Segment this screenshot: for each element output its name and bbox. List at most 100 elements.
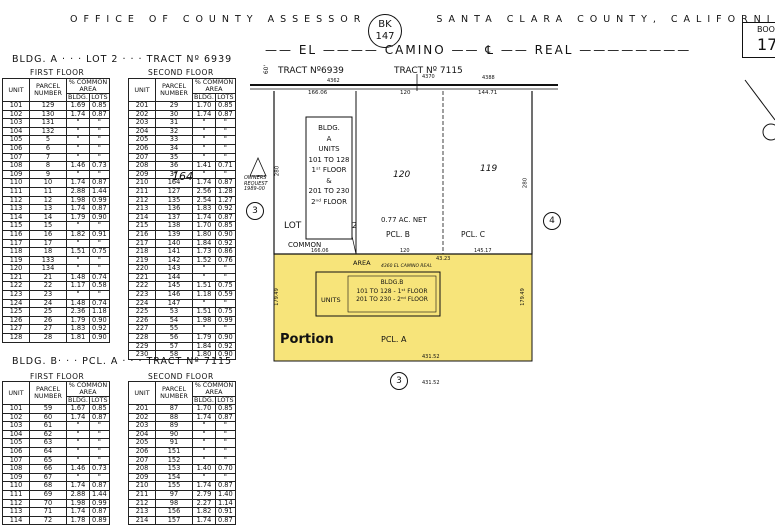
dim-left: 280 (274, 165, 281, 177)
cell-bldg-pct: 1.46 (66, 464, 90, 474)
cell-parcel: 157 (155, 515, 193, 525)
cell-parcel: 87 (155, 404, 193, 414)
dim-top-2: 120 (400, 90, 411, 96)
owners-request-triangle (249, 157, 267, 177)
cell-parcel: 6 (29, 143, 67, 154)
cell-bldg-pct: 2.56 (192, 186, 216, 197)
cell-unit: 118 (2, 247, 30, 257)
building-b-box (315, 271, 441, 317)
cell-lots-pct: 0.92 (214, 204, 236, 214)
cell-unit: 108 (2, 161, 30, 171)
cell-unit: 208 (128, 464, 156, 474)
cell-bldg-pct: 2.79 (192, 489, 216, 500)
cell-unit: 113 (2, 204, 30, 214)
cell-bldg-pct: " (192, 143, 216, 154)
street-name: —— EL ———— CAMINO —— ℄ —— REAL ———————— (265, 43, 692, 57)
cell-unit: 203 (128, 421, 156, 431)
address-4370: 4370 (422, 74, 435, 80)
cell-bldg-pct: 1.69 (66, 101, 90, 111)
cell-bldg-pct: 1.51 (66, 247, 90, 257)
header-lots: LOTS (88, 93, 110, 102)
book-badge-label: BK (378, 19, 392, 30)
dim-top-3: 144.71 (478, 90, 498, 96)
cell-lots-pct: 1.40 (214, 489, 236, 500)
cell-bldg-pct: " (192, 118, 216, 128)
cell-parcel: 16 (29, 229, 67, 240)
cell-unit: 103 (2, 421, 30, 431)
cell-unit: 213 (128, 204, 156, 214)
cell-unit: 111 (2, 489, 30, 500)
cell-lots-pct: " (214, 143, 236, 154)
table-a-first-floor: FIRST FLOOR (30, 68, 85, 77)
building-a-box (305, 116, 353, 240)
cell-parcel: 89 (155, 421, 193, 431)
address-4362: 4362 (327, 78, 340, 84)
cell-lots-pct: " (88, 143, 110, 154)
cell-unit: 101 (2, 404, 30, 414)
cell-lots-pct: 1.44 (88, 186, 110, 197)
dim-right: 280 (522, 177, 529, 189)
circle-ref-bottom: 3 (390, 372, 408, 390)
cell-parcel: 136 (155, 204, 193, 214)
cell-lots-pct: 0.73 (88, 161, 110, 171)
book-box: BOO 17 (742, 22, 775, 58)
parcel-boundary (273, 91, 533, 255)
cell-parcel: 61 (29, 421, 67, 431)
cell-lots-pct: " (88, 290, 110, 300)
header-unit: UNIT (128, 381, 156, 405)
cell-bldg-pct: " (66, 143, 90, 154)
cell-parcel: 23 (29, 290, 67, 300)
cell-unit: 211 (128, 186, 156, 197)
book-badge: BK 147 (368, 14, 402, 48)
cell-lots-pct: 0.70 (214, 464, 236, 474)
cell-lots-pct: 0.59 (214, 290, 236, 300)
cell-bldg-pct: 1.41 (192, 161, 216, 171)
cell-unit: 223 (128, 290, 156, 300)
header-common-area: % COMMON AREA (66, 78, 110, 94)
dim-bottom-431-b: 431.52 (422, 380, 440, 386)
cell-unit: 123 (2, 290, 30, 300)
pcl-c-label: PCL. C (461, 230, 485, 239)
header-unit: UNIT (2, 78, 30, 102)
cell-parcel: 97 (155, 489, 193, 500)
cell-bldg-pct: " (66, 446, 90, 457)
cell-unit: 214 (128, 515, 156, 525)
cell-bldg-pct: 1.79 (192, 333, 216, 343)
pcl-b-label: PCL. B (386, 230, 410, 239)
cell-parcel: 146 (155, 290, 193, 300)
header-parcel: PARCEL NUMBER (29, 78, 67, 102)
cell-parcel: 153 (155, 464, 193, 474)
header-common-area: % COMMON AREA (192, 78, 236, 94)
cell-bldg-pct: " (66, 290, 90, 300)
cell-bldg-pct: 1.73 (192, 247, 216, 257)
book-box-number: 17 (757, 35, 775, 54)
cell-parcel: 8 (29, 161, 67, 171)
dim-bottom-431: 431.52 (422, 354, 440, 360)
book-badge-number: 147 (375, 31, 395, 42)
